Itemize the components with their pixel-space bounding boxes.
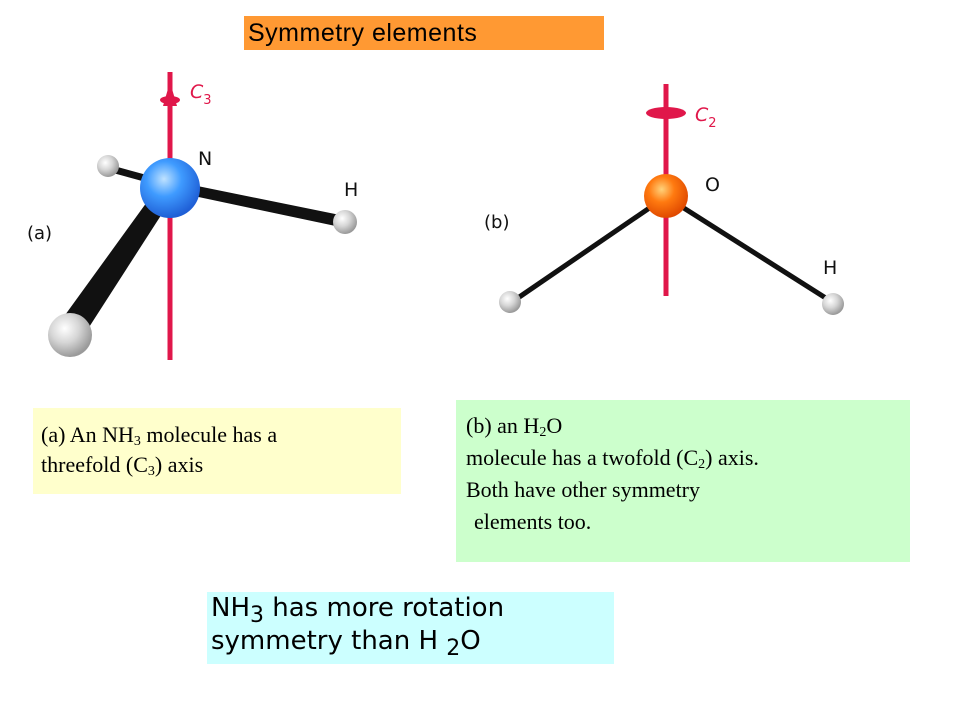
caption-b-line-3: Both have other symmetry [466, 477, 701, 502]
oxygen-atom [644, 174, 688, 218]
nitrogen-atom [140, 158, 200, 218]
caption-b-line-2: molecule has a twofold (C2) axis. [466, 445, 759, 472]
symmetry-diagram: C3 N H (a) C2 O H (b) [27, 72, 844, 360]
c2-rotation-marker [646, 107, 686, 119]
figure-a-nh3: C3 N H (a) [27, 72, 358, 360]
hydrogen-label-a: H [344, 179, 358, 201]
caption-a: (a) An NH3 molecule has a threefold (C3)… [33, 408, 401, 494]
caption-b-line-1: (b) an H2O [466, 413, 563, 440]
hydrogen-atom-front [48, 313, 92, 357]
summary-box: NH3 has more rotation symmetry than H 2O [207, 592, 614, 664]
figure-b-h2o: C2 O H (b) [484, 84, 844, 315]
c2-axis-label: C2 [695, 104, 717, 131]
oh-bond-left [510, 195, 666, 305]
hydrogen-atom-right [333, 210, 357, 234]
panel-label-a: (a) [27, 223, 52, 244]
oxygen-label: O [705, 174, 720, 196]
panel-label-b: (b) [484, 212, 509, 233]
caption-a-line-2: threefold (C3) axis [41, 452, 204, 479]
nh-bond-front [60, 184, 176, 335]
nh-bond-right [168, 180, 345, 228]
nitrogen-label: N [198, 148, 212, 170]
hydrogen-atom-right-b [822, 293, 844, 315]
hydrogen-label-b: H [823, 257, 837, 279]
c3-rotation-marker [160, 96, 180, 104]
hydrogen-atom-back [97, 155, 119, 177]
summary-line-1: NH3 has more rotation [211, 593, 505, 628]
oh-bond-right [666, 195, 834, 305]
slide-title: Symmetry elements [244, 16, 604, 50]
hydrogen-atom-left [499, 291, 521, 313]
caption-b: (b) an H2O molecule has a twofold (C2) a… [456, 400, 910, 562]
c3-axis-label: C3 [190, 81, 212, 108]
caption-b-line-4: elements too. [474, 509, 592, 534]
summary-line-2: symmetry than H 2O [211, 626, 481, 661]
caption-a-line-1: (a) An NH3 molecule has a [41, 422, 278, 449]
